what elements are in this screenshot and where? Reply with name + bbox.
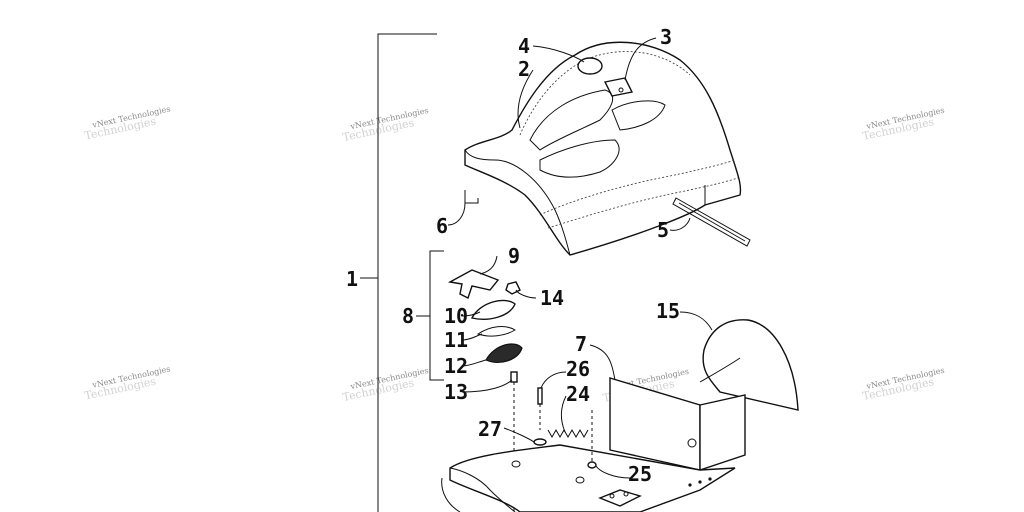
callout-7: 7: [575, 332, 587, 356]
callout-labels: 1 2 3 4 5 6 7 8 9 10 11 12 13 14 15 24 2…: [346, 25, 680, 486]
callout-11: 11: [444, 328, 468, 352]
callout-4: 4: [518, 34, 530, 58]
callout-9: 9: [508, 244, 520, 268]
fastener-part: [587, 410, 597, 469]
leader-lines: [447, 37, 741, 479]
callout-2: 2: [518, 57, 530, 81]
callout-5: 5: [657, 218, 669, 242]
callout-1: 1: [346, 267, 358, 291]
callout-27: 27: [478, 417, 502, 441]
back-pad-part: [702, 319, 799, 411]
callout-15: 15: [656, 299, 680, 323]
bolt-part: [537, 387, 543, 430]
subassembly-bracket: [416, 250, 444, 381]
callout-6: 6: [436, 214, 448, 238]
washer-part: [533, 438, 547, 446]
seat-clip-part: [603, 77, 634, 97]
callout-8: 8: [402, 304, 414, 328]
callout-13: 13: [444, 380, 468, 404]
assembly-bracket: [360, 33, 437, 512]
callout-25: 25: [628, 462, 652, 486]
callout-26: 26: [566, 357, 590, 381]
callout-12: 12: [444, 354, 468, 378]
clip-hole: [618, 87, 624, 93]
callout-3: 3: [660, 25, 672, 49]
strap-part: [672, 197, 751, 247]
latch-block-part: [598, 489, 642, 507]
callout-10: 10: [444, 304, 468, 328]
callout-24: 24: [566, 382, 590, 406]
spring-part: [547, 428, 589, 439]
seat-part: [464, 41, 742, 256]
hook-part: [464, 190, 479, 204]
seat-base-part: [441, 377, 746, 512]
callout-14: 14: [540, 286, 564, 310]
